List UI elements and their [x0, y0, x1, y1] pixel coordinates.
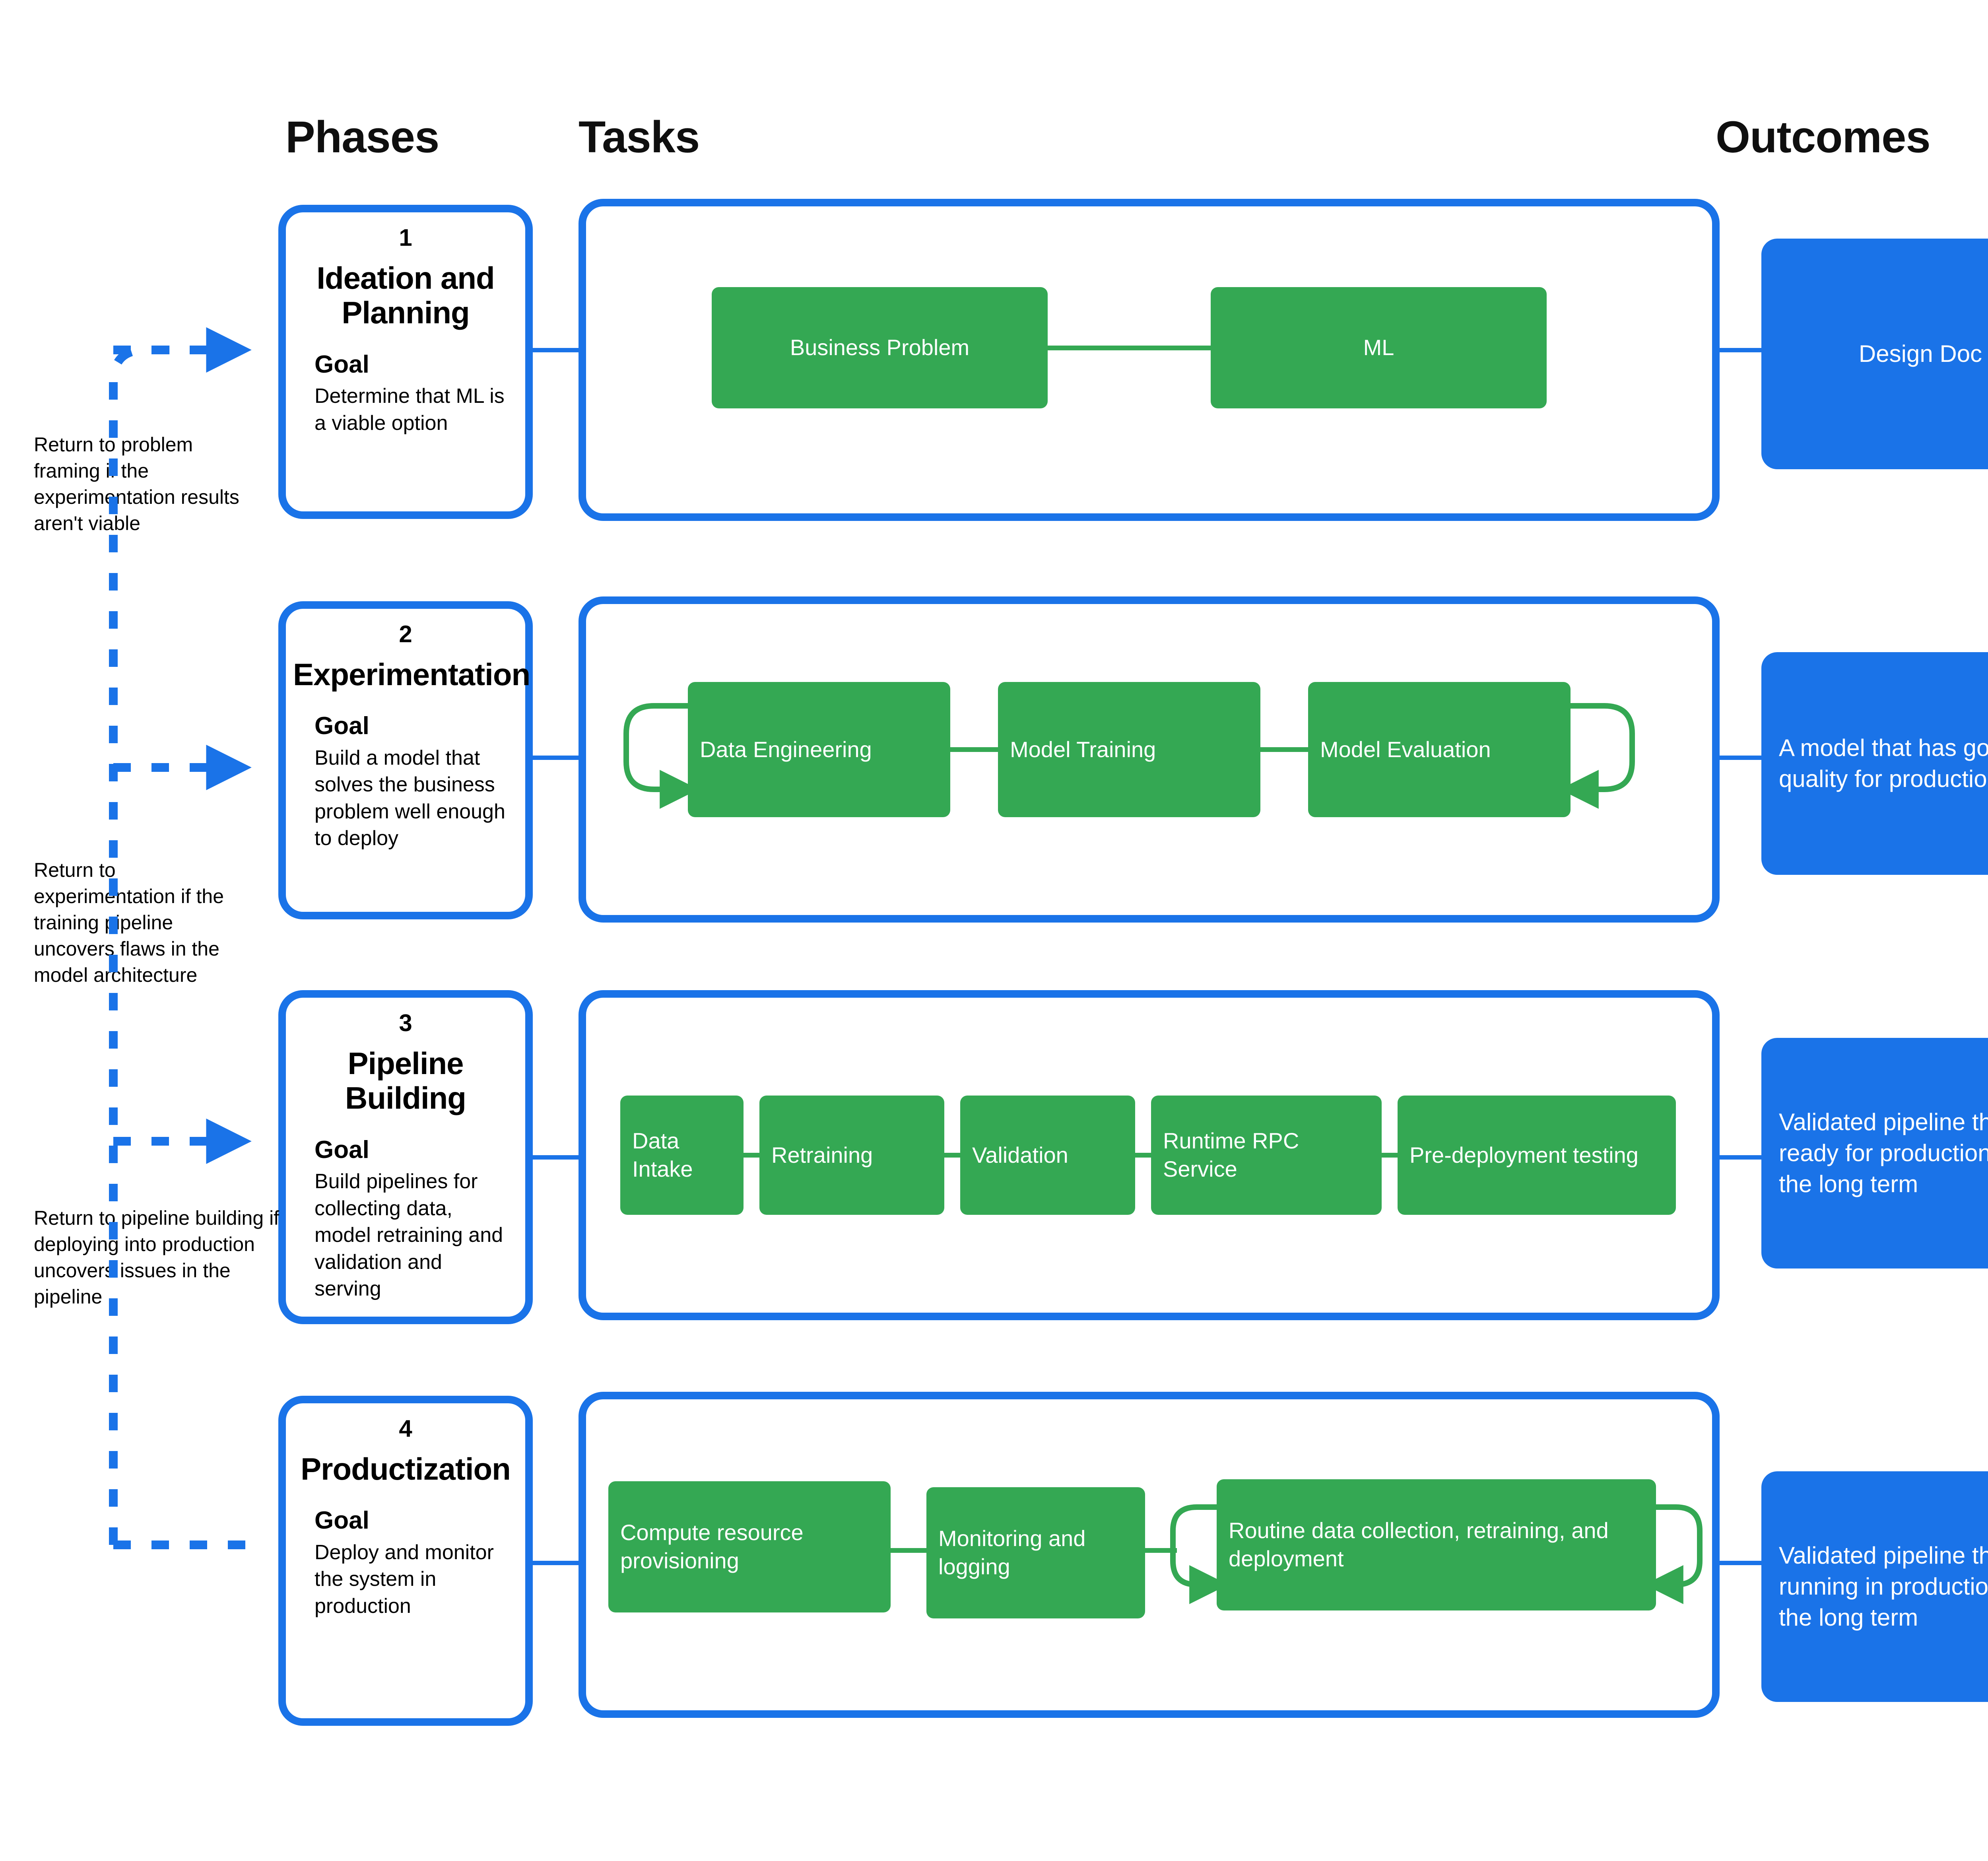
goal-text: Deploy and monitor the system in product…	[315, 1540, 494, 1618]
connector-tasks3-outcome3	[1720, 1155, 1763, 1160]
phase-number: 1	[399, 224, 412, 251]
outcome-good-model[interactable]: A model that has good quality for produc…	[1761, 652, 1988, 875]
connector-phase1-tasks	[533, 348, 580, 352]
task-link-3c	[1135, 1153, 1151, 1158]
task-chip-monitoring-and-logging[interactable]: Monitoring and logging	[926, 1487, 1145, 1618]
phase-goal-block: Goal Build a model that solves the busin…	[286, 713, 525, 852]
task-chip-ml[interactable]: ML	[1211, 287, 1547, 408]
phase-title: Productization	[301, 1451, 511, 1486]
phase-number: 3	[399, 1010, 412, 1036]
outcome-validated-pipeline-running[interactable]: Validated pipeline that's running in pro…	[1761, 1471, 1988, 1702]
phase-number: 4	[399, 1415, 412, 1442]
task-chip-routine-data-collection[interactable]: Routine data collection, retraining, and…	[1217, 1479, 1656, 1610]
return-note-left-1: Return to problem framing if the experim…	[34, 433, 239, 534]
task-chip-validation[interactable]: Validation	[960, 1096, 1135, 1215]
column-header-tasks: Tasks	[579, 112, 700, 162]
task-chip-model-evaluation[interactable]: Model Evaluation	[1308, 682, 1571, 817]
phase-goal-block: Goal Determine that ML is a viable optio…	[286, 351, 525, 437]
goal-label: Goal	[315, 1507, 369, 1535]
goal-text: Build pipelines for collecting data, mod…	[315, 1169, 503, 1301]
phase-title: Ideation and Planning	[316, 260, 495, 330]
phase-card-4[interactable]: 4 Productization Goal Deploy and monitor…	[278, 1396, 533, 1726]
task-chip-retraining[interactable]: Retraining	[759, 1096, 944, 1215]
task-link-3a	[744, 1153, 759, 1158]
phase-card-3[interactable]: 3 Pipeline Building Goal Build pipelines…	[278, 990, 533, 1324]
return-note-left-2: Return to experimentation if the trainin…	[34, 859, 224, 986]
connector-phase3-tasks	[533, 1155, 580, 1160]
task-chip-compute-resource-provisioning[interactable]: Compute resource provisioning	[608, 1481, 891, 1612]
connector-tasks2-outcome2	[1720, 756, 1763, 760]
task-link-2a	[950, 747, 998, 752]
task-link-4a	[891, 1548, 926, 1553]
column-header-phases: Phases	[285, 112, 439, 162]
phase-number: 2	[399, 621, 412, 647]
task-chip-data-engineering[interactable]: Data Engineering	[688, 682, 950, 817]
goal-text: Determine that ML is a viable option	[315, 384, 505, 435]
goal-text: Build a model that solves the business p…	[315, 746, 505, 850]
phase-card-2[interactable]: 2 Experimentation Goal Build a model tha…	[278, 601, 533, 919]
phase-goal-block: Goal Deploy and monitor the system in pr…	[286, 1507, 525, 1620]
return-note-left-3: Return to pipeline building if deploying…	[34, 1207, 280, 1308]
connector-tasks4-outcome4	[1720, 1561, 1763, 1565]
task-chip-runtime-rpc-service[interactable]: Runtime RPC Service	[1151, 1096, 1382, 1215]
task-link-3b	[944, 1153, 960, 1158]
phase-card-1[interactable]: 1 Ideation and Planning Goal Determine t…	[278, 205, 533, 519]
column-header-outcomes: Outcomes	[1716, 112, 1931, 162]
task-link-2b	[1260, 747, 1308, 752]
task-chip-business-problem[interactable]: Business Problem	[712, 287, 1048, 408]
task-link-4b	[1145, 1548, 1177, 1553]
connector-tasks1-outcome1	[1720, 348, 1763, 352]
task-chip-pre-deployment-testing[interactable]: Pre-deployment testing	[1398, 1096, 1676, 1215]
task-link-1	[1048, 346, 1211, 350]
task-link-3d	[1382, 1153, 1398, 1158]
task-chip-data-intake[interactable]: Data Intake	[620, 1096, 744, 1215]
task-chip-model-training[interactable]: Model Training	[998, 682, 1260, 817]
goal-label: Goal	[315, 350, 369, 378]
outcome-validated-pipeline-ready[interactable]: Validated pipeline that's ready for prod…	[1761, 1038, 1988, 1269]
connector-phase2-tasks	[533, 756, 580, 760]
connector-phase4-tasks	[533, 1561, 580, 1565]
outcome-design-doc[interactable]: Design Doc	[1761, 239, 1988, 469]
phase-title: Experimentation	[293, 657, 530, 692]
phase-goal-block: Goal Build pipelines for collecting data…	[286, 1136, 525, 1303]
goal-label: Goal	[315, 712, 369, 740]
phase-title: Pipeline Building	[345, 1046, 466, 1116]
goal-label: Goal	[315, 1136, 369, 1164]
